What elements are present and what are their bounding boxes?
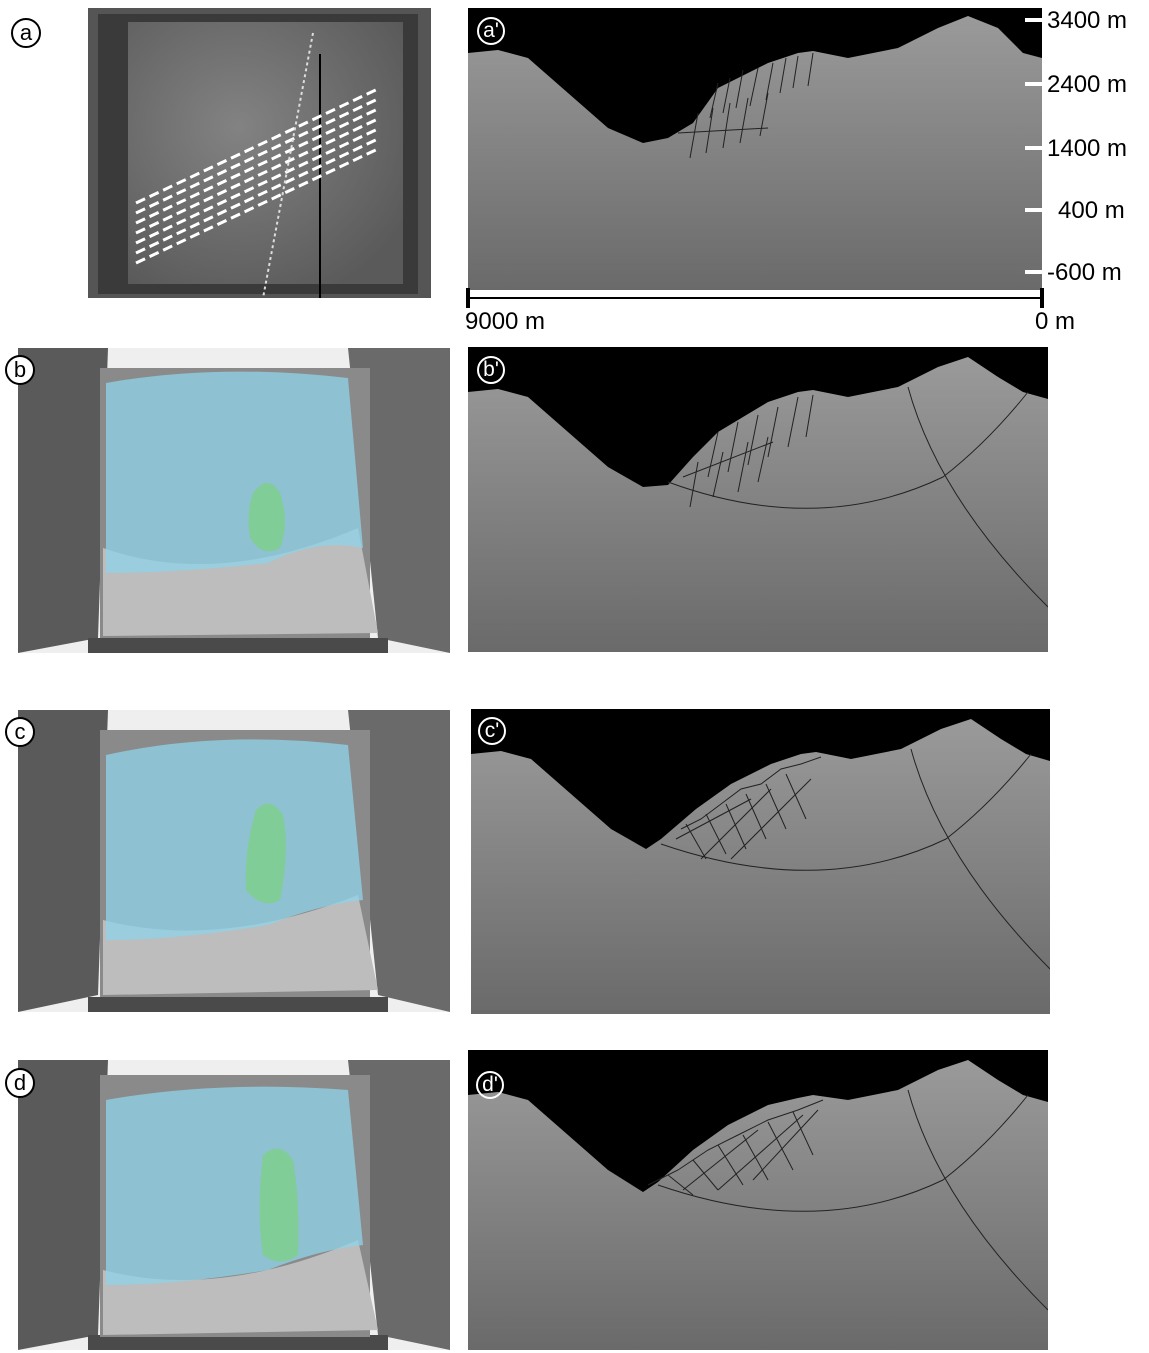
- distance-label-right: 0 m: [1035, 308, 1076, 335]
- photo-b: [18, 348, 450, 653]
- section-d-prime: [468, 1050, 1048, 1350]
- distance-axis: [468, 297, 1044, 299]
- distance-label-left: 9000 m: [465, 308, 546, 335]
- photo-d: [18, 1060, 450, 1350]
- elevation-label: -600 m: [1047, 259, 1122, 286]
- section-c-prime: [471, 709, 1050, 1014]
- elevation-label: 1400 m: [1047, 135, 1128, 162]
- elevation-label: 400 m: [1058, 197, 1125, 224]
- panel-label-b-prime: b': [477, 356, 505, 384]
- panel-label-d: d: [5, 1068, 35, 1098]
- panel-label-d-prime: d': [476, 1071, 504, 1099]
- panel-label-b: b: [5, 355, 35, 385]
- section-a-prime: [468, 8, 1042, 290]
- photo-c: [18, 710, 450, 1012]
- elevation-tick: [1025, 82, 1045, 86]
- elevation-tick: [1025, 146, 1045, 150]
- elevation-label: 3400 m: [1047, 7, 1128, 34]
- panel-label-a: a: [11, 18, 41, 48]
- section-b-prime: [468, 347, 1048, 652]
- panel-label-a-prime: a': [477, 17, 505, 45]
- panel-label-c-prime: c': [478, 717, 506, 745]
- panel-label-c: c: [5, 717, 35, 747]
- elevation-tick: [1025, 270, 1045, 274]
- elevation-tick: [1025, 208, 1045, 212]
- distance-tick: [466, 288, 470, 308]
- distance-tick: [1040, 288, 1044, 308]
- elevation-label: 2400 m: [1047, 71, 1128, 98]
- photo-a: [88, 8, 431, 298]
- elevation-tick: [1025, 18, 1045, 22]
